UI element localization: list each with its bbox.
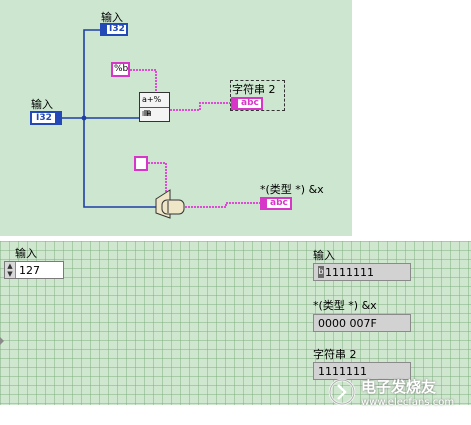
input-numeric-control[interactable]: ▲▼ 127 bbox=[4, 261, 64, 279]
watermark: 电子发烧友 www.elecfans.com bbox=[327, 375, 467, 411]
terminal-arrow-icon bbox=[233, 99, 238, 108]
string-wire-to-string2 bbox=[170, 102, 230, 111]
wiring-canvas bbox=[62, 29, 260, 219]
typecast-terminal[interactable]: abc bbox=[260, 197, 292, 210]
terminal-arrow-icon bbox=[102, 25, 107, 34]
format-string-constant[interactable]: %b bbox=[111, 62, 130, 77]
int-wire-to-typecast bbox=[83, 118, 156, 208]
watermark-url: www.elecfans.com bbox=[361, 397, 455, 408]
terminal-arrow-icon bbox=[262, 199, 267, 208]
input-control-label: 输入 bbox=[15, 247, 37, 260]
typecast-indicator-label: *(类型 *) &x bbox=[313, 299, 377, 312]
wire-junction bbox=[81, 115, 87, 121]
string-wire-format-constant bbox=[130, 69, 157, 92]
grid-icon bbox=[144, 109, 150, 116]
right-input-indicator: b1111111 bbox=[313, 263, 411, 281]
typecast-indicator: 0000 007F bbox=[313, 314, 411, 332]
string2-terminal[interactable]: abc bbox=[231, 97, 263, 110]
typecast-node[interactable] bbox=[155, 189, 185, 219]
watermark-name: 电子发烧友 bbox=[361, 378, 437, 396]
typecast-label: *(类型 *) &x bbox=[260, 183, 324, 196]
elecfans-logo-icon bbox=[328, 378, 356, 406]
string-wire-typecast-type bbox=[148, 162, 167, 192]
block-diagram: 输入 I32 输入 I32 %b a+% I H 字符串 2 abc *(类型 … bbox=[0, 0, 352, 236]
string2-indicator-label: 字符串 2 bbox=[313, 348, 357, 361]
panel-edge-marker-icon bbox=[0, 337, 4, 345]
top-input-label: 输入 bbox=[101, 11, 123, 24]
format-into-string-node[interactable]: a+% I H bbox=[139, 92, 170, 122]
left-input-terminal[interactable]: I32 bbox=[30, 111, 62, 125]
terminal-arrow-icon bbox=[55, 113, 60, 123]
string2-indicator: 1111111 bbox=[313, 362, 411, 380]
top-input-terminal[interactable]: I32 bbox=[100, 23, 128, 36]
string2-label: 字符串 2 bbox=[232, 83, 276, 96]
increment-decrement-icon[interactable]: ▲▼ bbox=[5, 262, 16, 278]
format-glyph-icon: a+ bbox=[142, 95, 154, 104]
string-wire-to-typecast-indicator bbox=[185, 202, 260, 208]
string2-label-box bbox=[230, 80, 285, 111]
type-string-constant[interactable] bbox=[134, 156, 148, 171]
right-input-label: 输入 bbox=[313, 249, 335, 262]
radix-indicator[interactable]: b bbox=[318, 266, 324, 278]
front-panel: 输入 ▲▼ 127 输入 b1111111 *(类型 *) &x 0000 00… bbox=[0, 241, 471, 405]
left-input-label: 输入 bbox=[31, 98, 53, 111]
int-wire-to-top-indicator bbox=[62, 29, 100, 119]
